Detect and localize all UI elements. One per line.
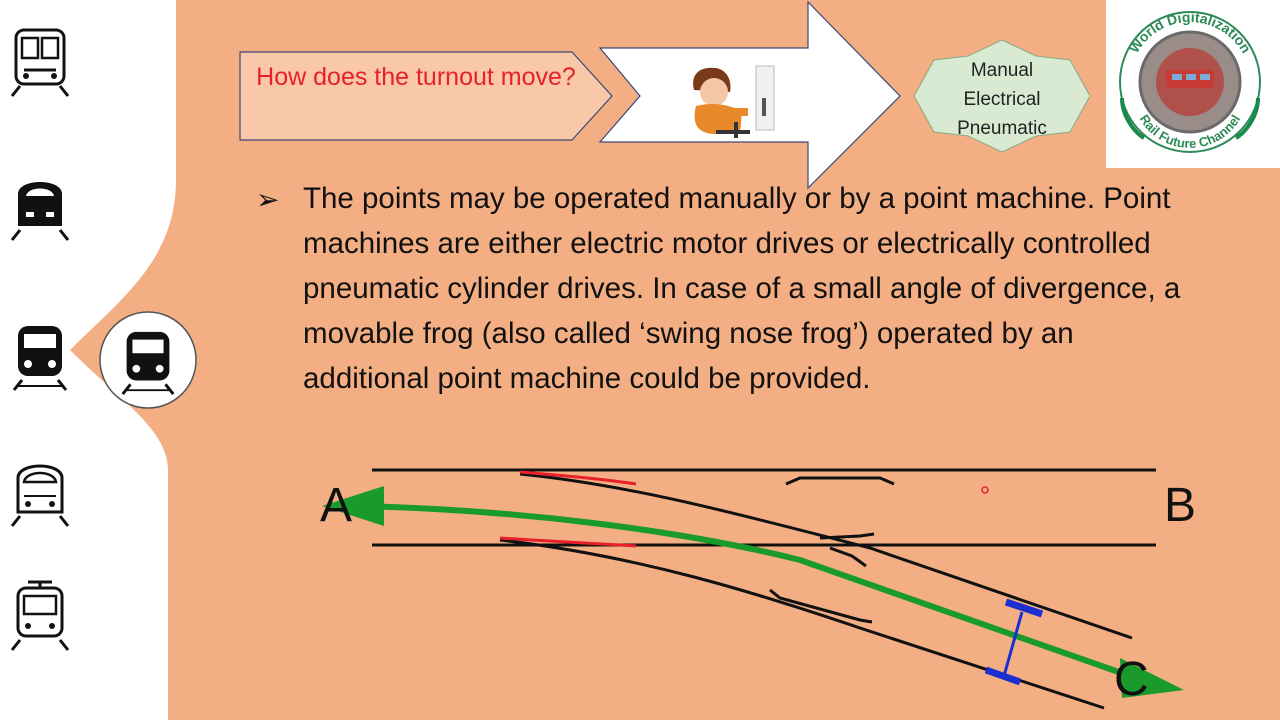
route-arrowhead-a xyxy=(322,486,384,526)
diverging-rail-upper xyxy=(519,472,1133,640)
methods-list: Manual Electrical Pneumatic xyxy=(930,56,1074,143)
route-arrowhead-c xyxy=(1120,658,1184,698)
metro-train-icon[interactable] xyxy=(8,320,72,392)
light-rail-icon[interactable] xyxy=(8,456,72,528)
diverging-rail-lower xyxy=(499,538,1105,710)
bullet-arrow-icon: ➢ xyxy=(256,184,280,215)
turnout-diagram xyxy=(322,468,1184,710)
point-c-label: C xyxy=(1114,653,1149,706)
point-a-label: A xyxy=(320,479,353,532)
switch-blade-bottom xyxy=(499,536,637,548)
method-pneumatic: Pneumatic xyxy=(957,118,1047,139)
method-manual: Manual xyxy=(970,60,1034,81)
methods-badge-shape xyxy=(913,39,1091,153)
method-electrical: Electrical xyxy=(963,89,1041,110)
question-title: How does the turnout move? xyxy=(256,63,576,91)
high-speed-train-icon[interactable] xyxy=(8,170,72,242)
point-machine-rod xyxy=(1002,611,1024,677)
tram-icon[interactable] xyxy=(8,26,72,98)
switch-blade-top xyxy=(519,470,637,486)
person-computer-illustration xyxy=(693,65,775,138)
bus-train-icon[interactable] xyxy=(8,580,72,652)
point-b-label: B xyxy=(1164,479,1197,532)
sidebar-panel xyxy=(0,0,176,720)
question-banner xyxy=(239,51,613,141)
selected-metro-train-icon xyxy=(121,331,175,395)
frog xyxy=(819,532,875,568)
body-paragraph: The points may be operated manually or b… xyxy=(303,182,1181,395)
route-arrow-line xyxy=(359,503,1131,679)
big-arrow-shape xyxy=(598,0,901,190)
